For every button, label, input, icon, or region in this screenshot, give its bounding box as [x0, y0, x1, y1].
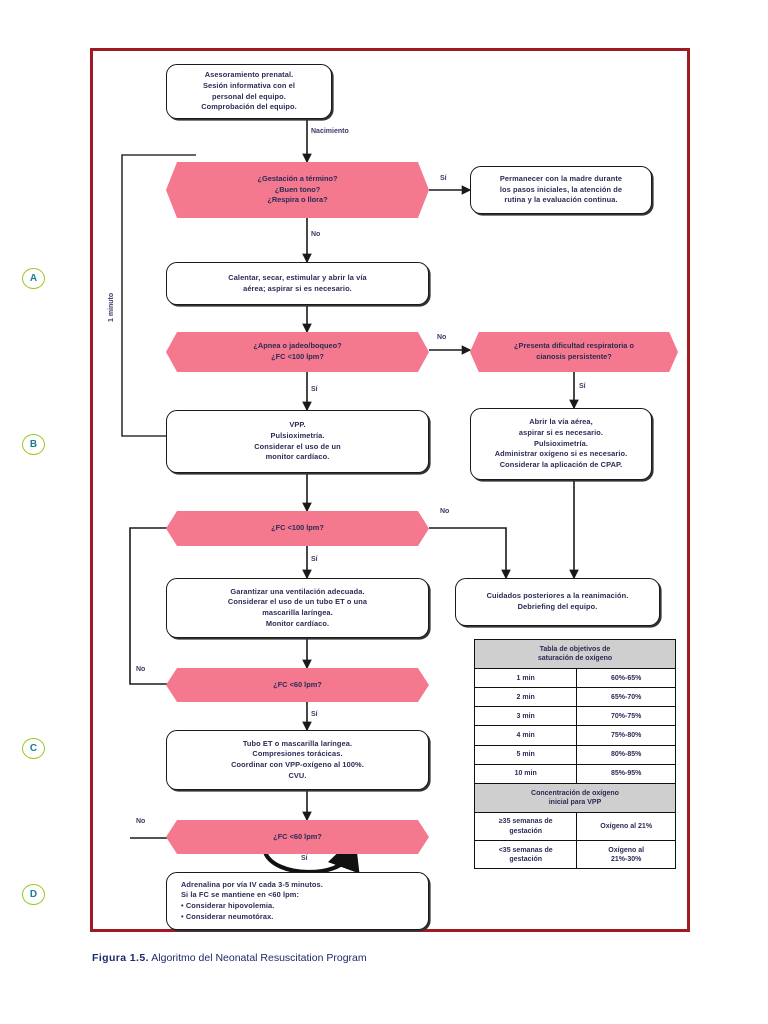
decision-hr-under-60-first-shape	[166, 668, 429, 702]
edge-label-no-hr100: No	[440, 508, 450, 515]
decision-hr-under-100-shape	[166, 511, 429, 546]
node-airway-cpap-text: Abrir la vía aérea, aspirar si es necesa…	[494, 417, 628, 470]
table-row: ≥35 semanas de gestación Oxígeno al 21%	[473, 811, 676, 842]
table-row: 3 min 70%-75%	[473, 706, 676, 727]
node-airway-cpap[interactable]: Abrir la vía aérea, aspirar si es necesa…	[470, 408, 652, 480]
decision-term-gestation-shape	[166, 162, 429, 218]
table-row: 10 min 85%-95%	[473, 763, 676, 784]
decision-hr-under-60-first[interactable]: ¿FC <60 lpm?	[166, 668, 429, 702]
node-chest-compressions-text: Tubo ET o mascarilla laríngea. Compresio…	[231, 738, 364, 780]
table-row: 5 min 80%-85%	[473, 744, 676, 765]
o2-value-1: Oxígeno al 21%	[576, 811, 676, 842]
node-post-resuscitation-care[interactable]: Cuidados posteriores a la reanimación. D…	[455, 578, 660, 626]
o2-value-2: Oxígeno al 21%-30%	[576, 840, 676, 870]
node-ppv-pulse-oximetry-text: VPP. Pulsioximetría. Considerar el uso d…	[254, 420, 341, 462]
sat-time-3: 3 min	[473, 706, 578, 727]
edge-label-no-term: No	[311, 231, 321, 238]
decision-term-gestation-text: ¿Gestación a término? ¿Buen tono? ¿Respi…	[257, 173, 338, 205]
section-marker-d: D	[22, 884, 45, 905]
decision-hr-under-60-second-shape	[166, 820, 429, 854]
figure-number: Figura 1.5.	[92, 952, 149, 964]
node-post-resuscitation-care-text: Cuidados posteriores a la reanimación. D…	[486, 591, 629, 611]
node-adrenaline-text: Adrenalina por vía IV cada 3-5 minutos. …	[181, 879, 323, 921]
edge-label-yes-term: Sí	[440, 175, 447, 182]
node-warm-dry-stimulate-text: Calentar, secar, estimular y abrir la ví…	[228, 272, 367, 293]
sat-time-4: 4 min	[473, 725, 578, 746]
decision-respiratory-difficulty[interactable]: ¿Presenta dificultad respiratoria o cian…	[470, 332, 678, 372]
edge-label-no-apnea: No	[437, 334, 447, 341]
decision-hr-under-60-first-text: ¿FC <60 lpm?	[273, 679, 322, 689]
section-marker-a: A	[22, 268, 45, 289]
node-ensure-ventilation-text: Garantizar una ventilación adecuada. Con…	[227, 586, 368, 628]
table-row: 1 min 60%-65%	[473, 668, 676, 689]
node-ppv-pulse-oximetry[interactable]: VPP. Pulsioximetría. Considerar el uso d…	[166, 410, 429, 473]
decision-hr-under-60-second[interactable]: ¿FC <60 lpm?	[166, 820, 429, 854]
table-row: <35 semanas de gestación Oxígeno al 21%-…	[473, 840, 676, 870]
node-stay-with-mother-text: Permanecer con la madre durante los paso…	[499, 173, 623, 205]
sat-time-5: 5 min	[473, 744, 578, 765]
table-header-oxygen-concentration: Concentración de oxígeno inicial para VP…	[474, 782, 676, 813]
section-marker-b: B	[22, 434, 45, 455]
table-row: 4 min 75%-80%	[473, 725, 676, 746]
edge-label-yes-hr60-second: Sí	[301, 855, 308, 862]
node-ensure-ventilation[interactable]: Garantizar una ventilación adecuada. Con…	[166, 578, 429, 638]
decision-respiratory-difficulty-text: ¿Presenta dificultad respiratoria o cian…	[514, 341, 634, 361]
edge-label-yes-respdiff: Sí	[579, 383, 586, 390]
table-header-row: Tabla de objetivos de saturación de oxíg…	[474, 638, 676, 670]
section-marker-c: C	[22, 738, 45, 759]
node-stay-with-mother[interactable]: Permanecer con la madre durante los paso…	[470, 166, 652, 214]
sat-time-6: 10 min	[473, 763, 578, 784]
decision-term-gestation[interactable]: ¿Gestación a término? ¿Buen tono? ¿Respi…	[166, 162, 429, 218]
decision-hr-under-60-second-text: ¿FC <60 lpm?	[273, 831, 322, 841]
table-header-saturation: Tabla de objetivos de saturación de oxíg…	[474, 638, 676, 670]
sat-time-1: 1 min	[473, 668, 578, 689]
decision-respiratory-difficulty-shape	[470, 332, 678, 372]
figure-caption-text: Algoritmo del Neonatal Resuscitation Pro…	[151, 952, 367, 964]
decision-apnea-hr100-shape	[166, 332, 429, 372]
sat-value-4: 75%-80%	[576, 725, 676, 746]
node-warm-dry-stimulate[interactable]: Calentar, secar, estimular y abrir la ví…	[166, 262, 429, 305]
oxygen-saturation-table: Tabla de objetivos de saturación de oxíg…	[473, 638, 676, 870]
edge-label-birth: Nacimiento	[311, 128, 349, 135]
sat-value-3: 70%-75%	[576, 706, 676, 727]
edge-label-yes-hr60-first: Sí	[311, 711, 318, 718]
decision-apnea-hr100[interactable]: ¿Apnea o jadeo/boqueo? ¿FC <100 lpm?	[166, 332, 429, 372]
decision-hr-under-100-text: ¿FC <100 lpm?	[271, 523, 324, 533]
node-prenatal-counseling-text: Asesoramiento prenatal. Sesión informati…	[201, 70, 297, 112]
edge-label-yes-apnea: Sí	[311, 386, 318, 393]
edge-label-no-hr60-second: No	[136, 818, 146, 825]
ga-label-1: ≥35 semanas de gestación	[473, 811, 578, 842]
edge-label-no-hr60-first: No	[136, 666, 146, 673]
node-prenatal-counseling[interactable]: Asesoramiento prenatal. Sesión informati…	[166, 64, 332, 119]
sat-value-5: 80%-85%	[576, 744, 676, 765]
sat-value-2: 65%-70%	[576, 687, 676, 708]
decision-hr-under-100[interactable]: ¿FC <100 lpm?	[166, 511, 429, 546]
decision-apnea-hr100-text: ¿Apnea o jadeo/boqueo? ¿FC <100 lpm?	[253, 341, 342, 361]
node-adrenaline[interactable]: Adrenalina por vía IV cada 3-5 minutos. …	[166, 872, 429, 930]
sat-time-2: 2 min	[473, 687, 578, 708]
figure-caption: Figura 1.5. Algoritmo del Neonatal Resus…	[92, 952, 367, 964]
ga-label-2: <35 semanas de gestación	[473, 840, 578, 870]
node-chest-compressions[interactable]: Tubo ET o mascarilla laríngea. Compresio…	[166, 730, 429, 790]
table-row: 2 min 65%-70%	[473, 687, 676, 708]
edge-label-yes-hr100: Sí	[311, 556, 318, 563]
table-header-row-2: Concentración de oxígeno inicial para VP…	[474, 782, 676, 813]
sat-value-6: 85%-95%	[576, 763, 676, 784]
timing-label-one-minute: 1 minuto	[108, 292, 115, 322]
sat-value-1: 60%-65%	[576, 668, 676, 689]
